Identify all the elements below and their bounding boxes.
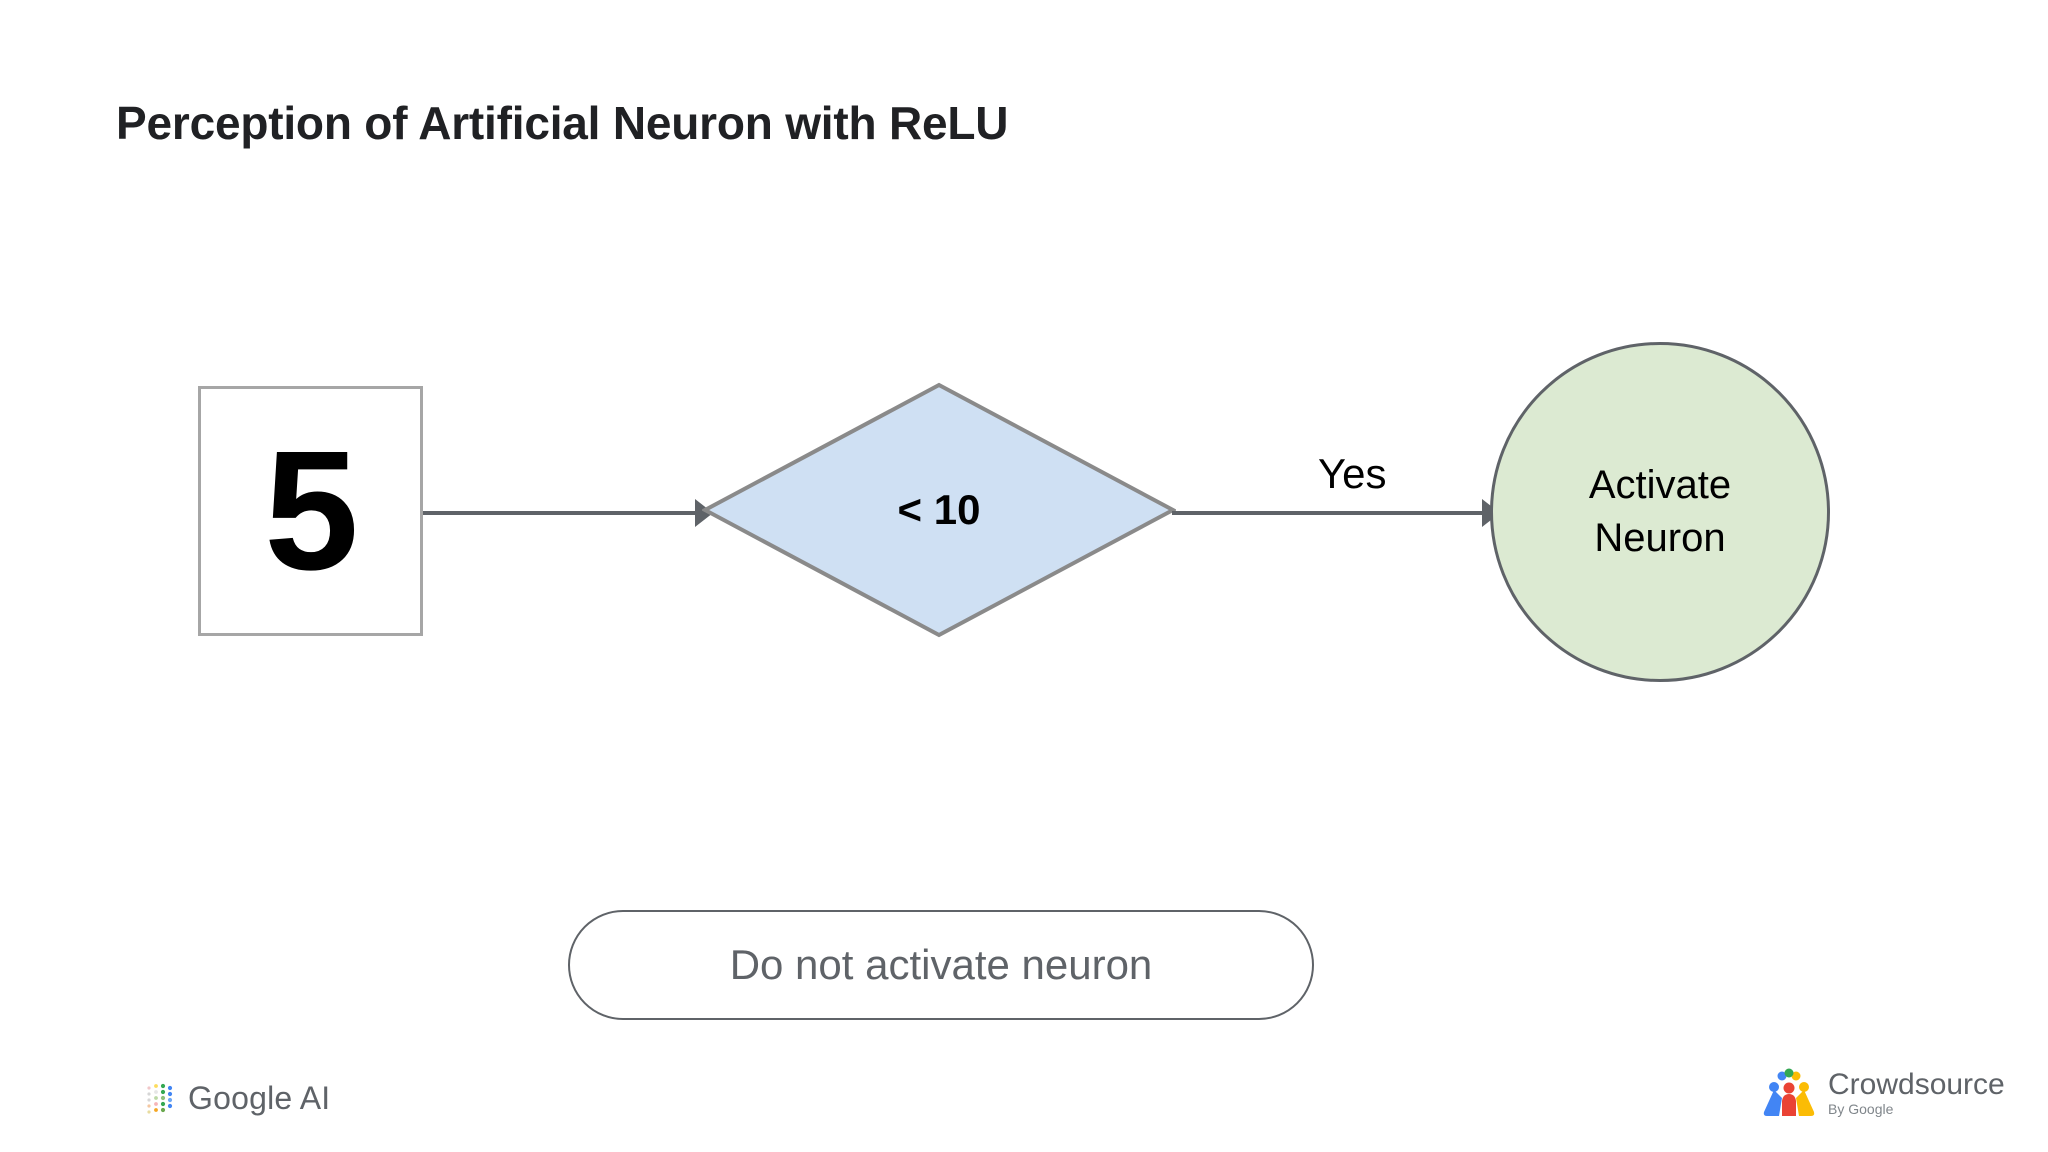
crowdsource-name: Crowdsource bbox=[1828, 1067, 2005, 1101]
crowdsource-logo: Crowdsource By Google bbox=[1762, 1068, 2005, 1118]
edge-decision-to-activate bbox=[1172, 499, 1500, 527]
activate-node-label: Activate Neuron bbox=[1588, 463, 1732, 560]
decision-node-label: < 10 bbox=[897, 486, 981, 533]
input-node-label: 5 bbox=[264, 416, 359, 606]
edge-label-yes: Yes bbox=[1318, 450, 1387, 497]
google-ai-dots-icon bbox=[147, 1083, 173, 1114]
flowchart-node-do-not-activate: Do not activate neuron bbox=[568, 910, 1314, 1020]
crowdsource-byline: By Google bbox=[1828, 1101, 1894, 1118]
crowdsource-people-icon bbox=[1763, 1068, 1815, 1116]
crowdsource-wordmark: Crowdsource By Google bbox=[1828, 1069, 2005, 1117]
diamond-shape bbox=[702, 382, 1176, 638]
google-ai-wordmark: Google AI bbox=[188, 1080, 331, 1116]
google-ai-logo: Google AI bbox=[146, 1080, 330, 1117]
flowchart-node-activate: Activate Neuron bbox=[1490, 342, 1830, 682]
do-not-activate-label: Do not activate neuron bbox=[729, 941, 1153, 988]
page-title: Perception of Artificial Neuron with ReL… bbox=[116, 97, 1009, 149]
edge-input-to-decision bbox=[423, 499, 713, 527]
flowchart-node-input: 5 bbox=[198, 386, 423, 636]
flowchart-node-decision: < 10 bbox=[702, 382, 1176, 638]
